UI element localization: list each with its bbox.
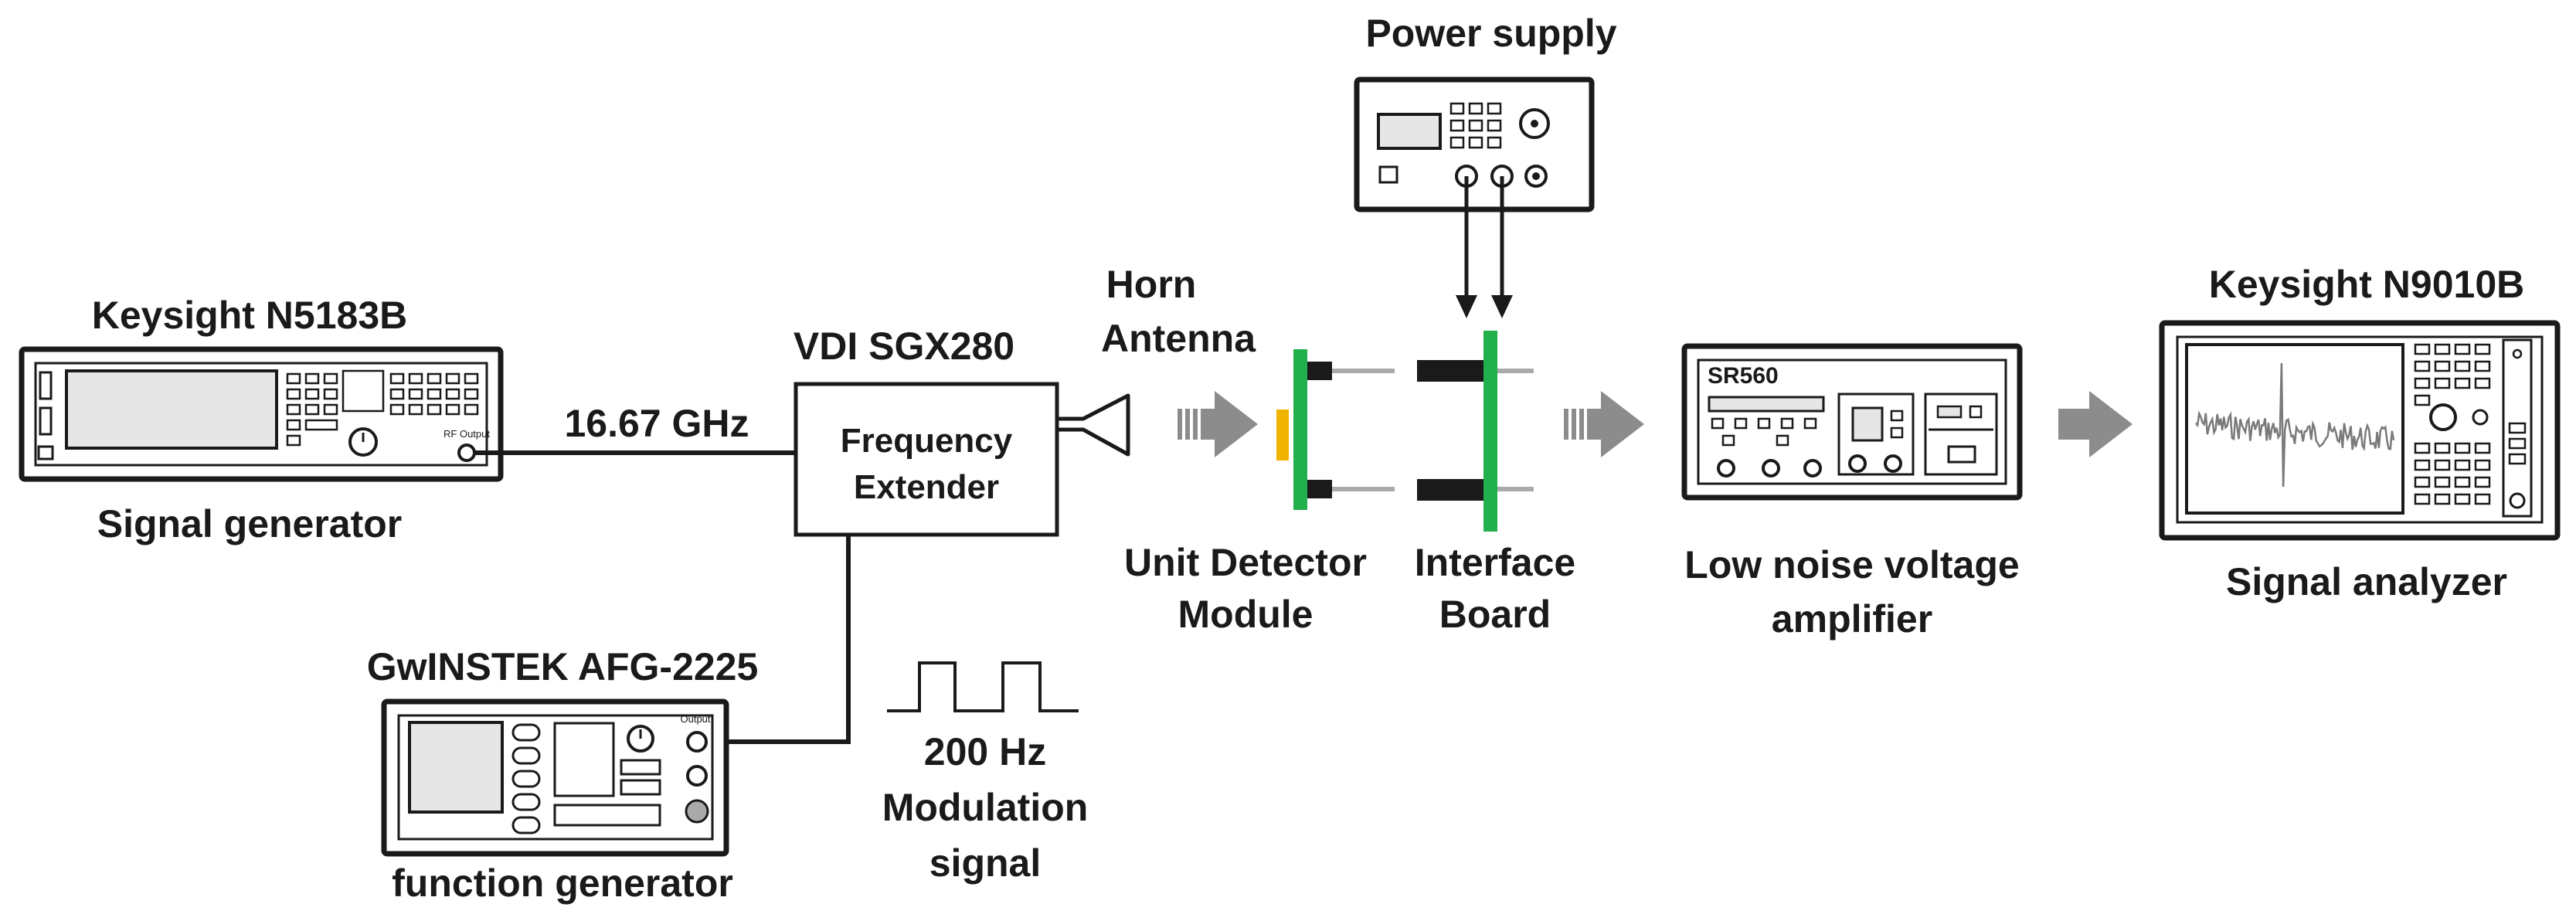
power-supply-title: Power supply bbox=[1365, 12, 1616, 55]
signal-analyzer-model: Keysight N9010B bbox=[2209, 263, 2525, 306]
low-noise-amplifier: SR560 Low noise voltage amplifier bbox=[1681, 343, 2023, 641]
aux-connector-icon bbox=[686, 765, 708, 787]
detector-line2: Module bbox=[1178, 593, 1313, 636]
power-button-icon bbox=[685, 799, 709, 824]
horn-antenna-icon bbox=[1055, 393, 1130, 457]
amplifier-line2: amplifier bbox=[1772, 597, 1932, 641]
signal-generator: Keysight N5183B RF Output Signal generat… bbox=[19, 294, 504, 545]
beam-arrow-1 bbox=[1178, 391, 1258, 457]
horn-label-line1: Horn bbox=[1106, 263, 1197, 306]
horn-antenna: Horn Antenna bbox=[1055, 263, 1256, 457]
function-generator-caption: function generator bbox=[392, 862, 733, 905]
extender-model: VDI SGX280 bbox=[794, 325, 1014, 368]
modulation-cable bbox=[705, 535, 851, 744]
signal-arrow-3 bbox=[2058, 391, 2133, 457]
rf-output-port-label: RF Output bbox=[443, 428, 490, 440]
interface-line2: Board bbox=[1439, 593, 1551, 636]
power-lead-arrow-left bbox=[1456, 295, 1477, 318]
extender-line1: Frequency bbox=[841, 422, 1013, 460]
detector-line1: Unit Detector bbox=[1124, 541, 1367, 584]
function-generator-model: GwINSTEK AFG-2225 bbox=[367, 645, 759, 688]
function-generator: GwINSTEK AFG-2225 Output function genera… bbox=[367, 645, 759, 905]
power-supply: Power supply bbox=[1354, 12, 1617, 212]
signal-analyzer: Keysight N9010B Signal analyzer bbox=[2159, 263, 2561, 603]
signal-analyzer-caption: Signal analyzer bbox=[2226, 560, 2507, 603]
rf-output-connector-icon bbox=[457, 444, 476, 462]
signal-generator-caption: Signal generator bbox=[97, 502, 403, 545]
modulation-line3: signal bbox=[929, 841, 1041, 885]
power-leads bbox=[1464, 176, 1504, 297]
unit-detector-module: Unit Detector Module bbox=[1124, 349, 1395, 636]
beam-arrow-2 bbox=[1564, 391, 1644, 457]
modulation-signal: 200 Hz Modulation signal bbox=[882, 661, 1089, 885]
signal-generator-model: Keysight N5183B bbox=[92, 294, 408, 337]
function-generator-port-label: Output bbox=[680, 713, 710, 725]
amplifier-panel-label: SR560 bbox=[1708, 363, 1779, 389]
detector-chip-icon bbox=[1276, 410, 1289, 460]
frequency-extender: VDI SGX280 Frequency Extender bbox=[794, 325, 1059, 537]
interface-board: Interface Board bbox=[1415, 331, 1575, 636]
amplifier-line1: Low noise voltage bbox=[1684, 543, 2019, 586]
square-wave-icon bbox=[887, 661, 1079, 712]
extender-line2: Extender bbox=[854, 468, 999, 506]
modulation-line2: Modulation bbox=[882, 786, 1089, 829]
analyzer-screen bbox=[2185, 343, 2404, 515]
interface-line1: Interface bbox=[1415, 541, 1575, 584]
horn-label-line2: Antenna bbox=[1101, 317, 1256, 360]
power-lead-arrow-right bbox=[1491, 295, 1513, 318]
frequency-label: 16.67 GHz bbox=[564, 402, 749, 445]
output-connector-icon bbox=[686, 731, 708, 753]
modulation-line1: 200 Hz bbox=[924, 730, 1046, 773]
spectrum-trace bbox=[2195, 362, 2395, 488]
